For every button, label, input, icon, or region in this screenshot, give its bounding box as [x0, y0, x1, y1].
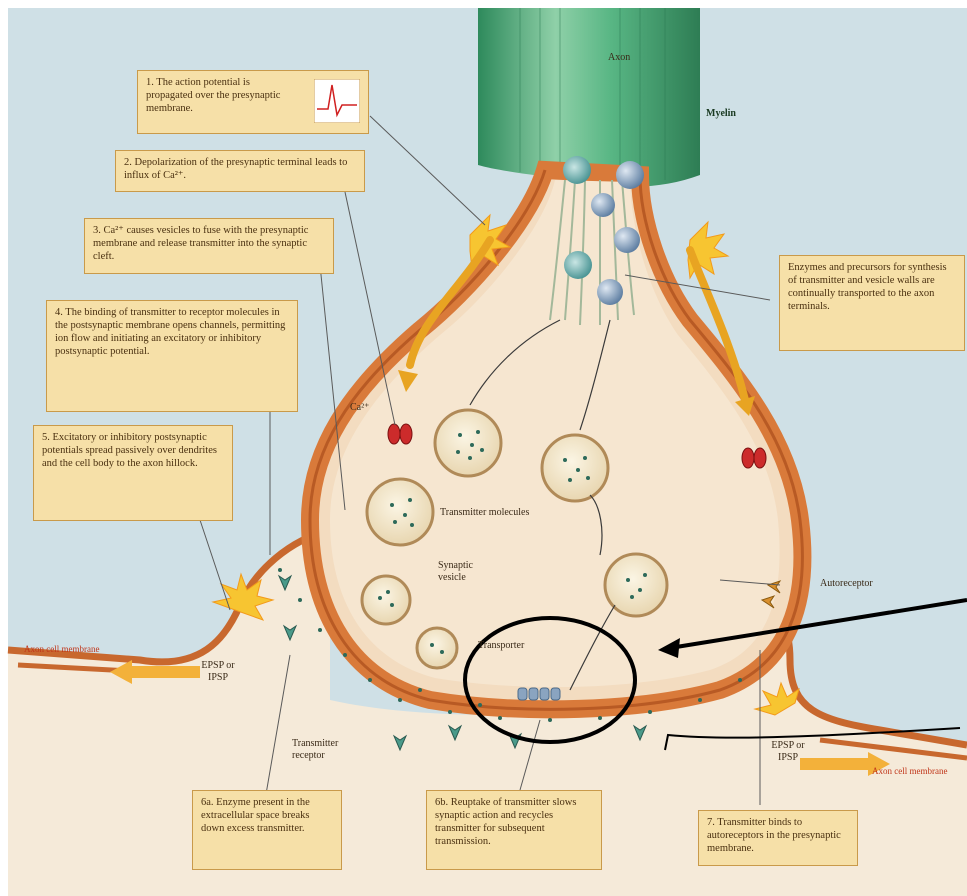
- step-7-text: 7. Transmitter binds to autoreceptors in…: [707, 816, 849, 855]
- axon-membrane-left-label: Axon cell membrane: [24, 643, 119, 655]
- step-2-text: 2. Depolarization of the presynaptic ter…: [124, 156, 356, 182]
- step-6b-box: 6b. Reuptake of transmitter slows synapt…: [426, 790, 602, 870]
- enzymes-text: Enzymes and precursors for synthesis of …: [788, 261, 956, 313]
- myelin-label: Myelin: [706, 108, 736, 120]
- step-2-box: 2. Depolarization of the presynaptic ter…: [115, 150, 365, 192]
- transporter-label: Transporter: [478, 640, 524, 652]
- step-6a-text: 6a. Enzyme present in the extracellular …: [201, 796, 333, 835]
- transmitter-molecules-label: Transmitter molecules: [440, 507, 530, 519]
- step-6b-text: 6b. Reuptake of transmitter slows synapt…: [435, 796, 593, 848]
- axon: [478, 8, 700, 187]
- enzymes-box: Enzymes and precursors for synthesis of …: [779, 255, 965, 351]
- epsp-right-label: EPSP or IPSP: [770, 740, 806, 764]
- calcium-label: Ca²⁺: [350, 402, 369, 414]
- epsp-left-label: EPSP or IPSP: [200, 660, 236, 684]
- step-4-text: 4. The binding of transmitter to recepto…: [55, 306, 289, 358]
- step-1-text: 1. The action potential is propagated ov…: [146, 76, 296, 115]
- axon-label: Axon: [608, 52, 630, 64]
- step-3-text: 3. Ca²⁺ causes vesicles to fuse with the…: [93, 224, 325, 263]
- step-5-box: 5. Excitatory or inhibitory postsynaptic…: [33, 425, 233, 521]
- step-1-box: 1. The action potential is propagated ov…: [137, 70, 369, 134]
- transmitter-receptor-label: Transmitter receptor: [292, 738, 362, 762]
- action-potential-icon: [314, 79, 360, 123]
- step-4-box: 4. The binding of transmitter to recepto…: [46, 300, 298, 412]
- step-5-text: 5. Excitatory or inhibitory postsynaptic…: [42, 431, 224, 470]
- synaptic-vesicle-label: Synaptic vesicle: [438, 560, 488, 584]
- step-3-box: 3. Ca²⁺ causes vesicles to fuse with the…: [84, 218, 334, 274]
- axon-membrane-right-label: Axon cell membrane: [872, 765, 957, 777]
- step-7-box: 7. Transmitter binds to autoreceptors in…: [698, 810, 858, 866]
- autoreceptor-label: Autoreceptor: [820, 578, 873, 590]
- step-6a-box: 6a. Enzyme present in the extracellular …: [192, 790, 342, 870]
